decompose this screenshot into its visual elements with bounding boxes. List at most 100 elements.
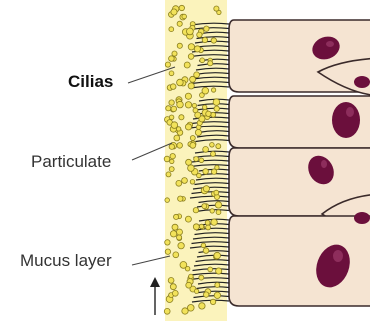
particle	[164, 156, 170, 162]
particle	[169, 115, 174, 120]
particle	[169, 144, 174, 149]
particle	[166, 106, 171, 111]
particle	[211, 219, 217, 225]
particle	[169, 167, 174, 172]
particle	[211, 112, 216, 117]
particle	[170, 84, 176, 90]
particle	[192, 103, 196, 107]
particle	[194, 289, 198, 293]
particle	[164, 308, 170, 314]
particle	[177, 235, 182, 240]
particle	[194, 157, 199, 162]
particle	[203, 248, 209, 254]
particle	[199, 158, 204, 163]
particle	[185, 93, 191, 99]
particle	[170, 154, 175, 159]
particle	[195, 129, 201, 135]
particle	[180, 262, 187, 269]
particle	[185, 216, 191, 222]
particle	[210, 209, 214, 213]
particle	[210, 299, 215, 304]
particle	[208, 267, 213, 272]
particle	[169, 71, 174, 76]
particle	[178, 196, 183, 201]
particle	[190, 136, 195, 141]
particle	[211, 88, 215, 92]
particle	[173, 252, 179, 258]
particle	[204, 292, 209, 297]
particle	[195, 112, 201, 118]
particle	[165, 62, 170, 67]
particle	[174, 135, 180, 141]
particle	[190, 180, 195, 185]
particle	[206, 225, 211, 230]
particle	[203, 169, 209, 175]
particle	[172, 224, 178, 230]
particle	[165, 198, 170, 203]
particle	[177, 43, 182, 48]
particle	[189, 274, 194, 279]
particle	[171, 106, 177, 112]
particle	[202, 204, 207, 209]
mucus-leader-line	[132, 256, 170, 265]
particle	[214, 252, 221, 259]
particulate-label: Particulate	[31, 153, 111, 170]
particle	[202, 87, 209, 94]
particle	[199, 224, 203, 228]
particle	[194, 72, 200, 78]
mucus-flow-arrow-icon	[150, 277, 160, 315]
particle	[203, 186, 209, 192]
particle	[204, 26, 209, 31]
particle	[199, 275, 204, 280]
particle	[193, 224, 199, 230]
particle	[216, 210, 221, 215]
particle	[172, 51, 177, 56]
particle	[188, 44, 194, 50]
particle	[186, 282, 192, 288]
particle	[201, 243, 206, 248]
particle	[178, 243, 184, 249]
particle	[206, 111, 211, 116]
particle	[179, 115, 184, 120]
particle	[188, 54, 194, 60]
particle	[194, 46, 200, 52]
particle	[210, 143, 215, 148]
particle	[187, 28, 194, 35]
particle	[205, 220, 210, 225]
particle	[171, 122, 178, 129]
particle	[211, 38, 216, 43]
particle	[184, 62, 190, 68]
particle	[177, 101, 184, 108]
cilia-label: Cilias	[68, 73, 113, 90]
particle	[174, 214, 179, 219]
particle	[169, 100, 174, 105]
particle	[170, 159, 174, 163]
particle	[166, 172, 171, 177]
particle	[182, 14, 187, 19]
particle	[211, 151, 216, 156]
particle	[188, 83, 194, 89]
mucus-layer-label: Mucus layer	[20, 252, 112, 269]
particle	[185, 102, 191, 108]
particle	[172, 290, 178, 296]
particle	[215, 283, 220, 288]
nucleus-2	[332, 102, 360, 138]
particle	[177, 143, 183, 149]
particle	[170, 284, 176, 290]
particle	[214, 190, 219, 195]
particle	[168, 278, 174, 284]
particle	[177, 229, 183, 235]
particle	[169, 56, 175, 62]
particle	[170, 231, 176, 237]
particle	[188, 305, 195, 312]
particle	[203, 105, 207, 109]
particle	[215, 202, 221, 208]
particle	[190, 143, 196, 149]
particle	[186, 159, 192, 165]
particle	[214, 106, 219, 111]
particle	[214, 6, 219, 11]
particle	[199, 303, 205, 309]
particle	[179, 5, 184, 10]
particle	[216, 268, 222, 274]
particle	[197, 32, 202, 37]
